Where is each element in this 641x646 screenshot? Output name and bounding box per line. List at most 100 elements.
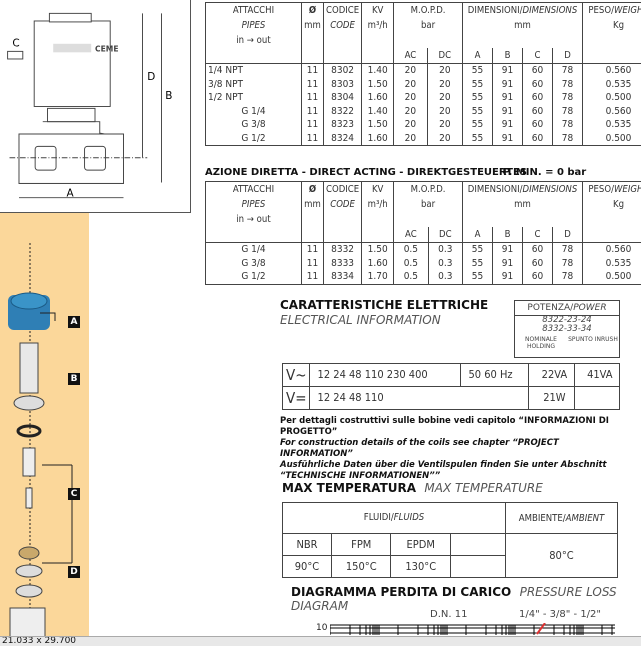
table-cell: 20 [393,63,428,78]
header-cell [582,48,641,64]
table-cell: 0.535 [582,256,641,270]
table-cell: 8334 [322,270,363,285]
table-cell: 55 [462,270,493,285]
table-cell: 0.560 [582,242,641,257]
part-label-b: B [68,373,80,385]
table-cell: 8323 [322,118,363,132]
y-tick-10: 10 [316,623,328,633]
header-cell [361,227,395,243]
ambient-temp: 80°C [505,533,618,578]
table-cell: 8303 [322,77,363,91]
dn-label: D.N. 11 [430,609,468,620]
table-cell: 91 [492,242,523,257]
header-cell [205,227,302,243]
table-cell: 1.40 [361,63,395,78]
min-pressure: P. MIN. = 0 bar [503,167,587,178]
table-cell: G 1/4 [205,242,302,257]
sizes-label: 1/4" - 3/8" - 1/2" [519,609,602,620]
table-cell: 91 [492,256,523,270]
table-cell: 0.500 [582,270,641,285]
table-cell: 55 [462,242,493,257]
table-cell: 11 [301,104,324,118]
table-cell: 3/8 NPT [205,77,302,91]
header-cell: DC [427,227,464,243]
table-cell: 78 [552,104,583,118]
table-cell: 0.500 [582,91,641,105]
table-cell: 8324 [322,131,363,146]
table-cell: 11 [301,63,324,78]
table-cell: 11 [301,242,324,257]
part-label-d: D [68,566,80,578]
table-cell: 0.535 [582,118,641,132]
table-cell: 55 [462,104,493,118]
table-cell: 1/2 NPT [205,91,302,105]
table-cell: 8322 [322,104,363,118]
table-cell: 1.60 [361,256,395,270]
table-cell: 78 [552,91,583,105]
header-cell: D [552,48,583,64]
table-cell: 1.70 [361,270,395,285]
table-cell: 91 [492,77,523,91]
inrush-label: SPUNTO INRUSH [568,336,618,343]
part-label-c: C [68,488,80,500]
page-size: 21.033 x 29.700 [2,636,77,646]
table-cell: 20 [426,91,464,105]
table-cell: 91 [492,63,523,78]
table-cell: 55 [462,63,493,78]
table-cell: 0.3 [427,242,464,257]
electrical-title: CARATTERISTICHE ELETTRICHE [280,298,489,312]
power-label-en: POWER [573,303,607,313]
table-cell: 60 [522,118,553,132]
table-cell: 20 [393,131,428,146]
table-cell: 78 [552,242,583,257]
table-cell: 0.560 [582,104,641,118]
coil-notes: Per dettagli costruttivi sulle bobine ve… [280,416,609,481]
table-cell: 11 [301,77,324,91]
label-a: A [67,188,75,200]
table-cell: G 1/4 [205,104,302,118]
table-cell: 11 [301,131,324,146]
table-cell: 78 [552,256,583,270]
table-cell: 60 [522,91,553,105]
table-cell: 55 [462,77,493,91]
diagram-title: DIAGRAMMA PERDITA DI CARICO PRESSURE LOS… [291,585,617,613]
power-label: POTENZA/ [527,303,574,313]
pressure-loss-grid [330,623,615,635]
header-cell [205,48,302,64]
table-cell: 78 [552,118,583,132]
table-cell: 60 [522,242,553,257]
table-cell: 0.3 [427,256,464,270]
header-cell [301,227,324,243]
table-cell: 1.40 [361,104,395,118]
header-cell: M.O.P.D.bar [393,2,463,48]
table-cell: 55 [462,91,493,105]
header-cell: D [552,227,583,243]
header-cell: B [492,227,523,243]
table-cell: G 3/8 [205,256,302,270]
label-b: B [165,90,172,102]
table-cell: 11 [301,270,324,285]
header-cell [361,48,395,64]
table-cell: 91 [492,118,523,132]
table-cell: 8304 [322,91,363,105]
table-cell: 1.50 [361,118,395,132]
table-cell: G 3/8 [205,118,302,132]
table-cell: 60 [522,256,553,270]
header-cell: AC [393,48,428,64]
header-cell: DC [426,48,464,64]
header-cell [322,48,363,64]
table-cell: G 1/2 [205,270,302,285]
table-cell: 91 [492,104,523,118]
